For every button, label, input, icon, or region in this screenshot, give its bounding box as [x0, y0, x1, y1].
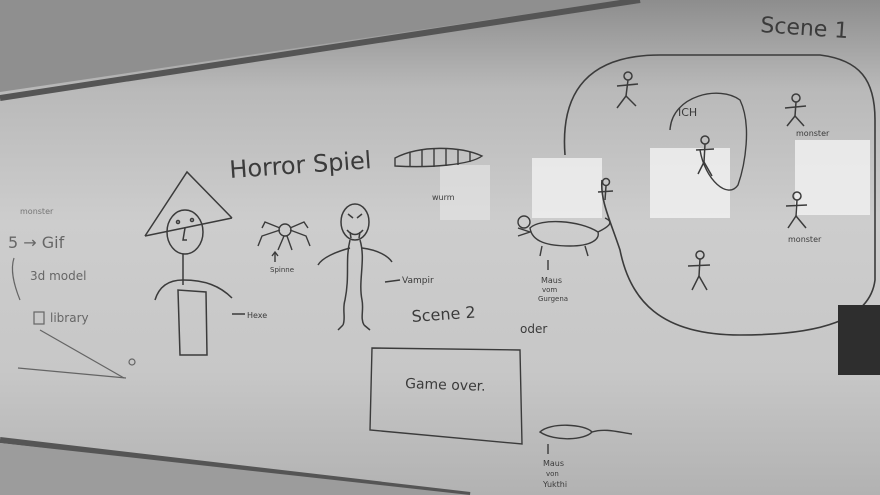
- window-reflection: [795, 140, 870, 215]
- ich-boundary: [669, 92, 748, 191]
- scene1-label: Scene 1: [760, 13, 850, 44]
- left-note-marks: [11, 257, 136, 379]
- ich-label: ICH: [678, 106, 697, 119]
- vampire-drawing: [317, 203, 401, 331]
- mouse-drawing-2: [538, 424, 633, 454]
- maus-2-label-line3: Yukthi: [542, 480, 567, 489]
- board-frame-bottom: [0, 437, 471, 495]
- vampir-label: Vampir: [402, 276, 434, 286]
- board-frame-top: [0, 0, 641, 101]
- object-right-edge: [838, 305, 880, 375]
- stick-figure: [687, 250, 711, 291]
- maus-2-label-line1: Maus: [543, 459, 564, 468]
- left-note-line3: 3d model: [30, 269, 86, 283]
- window-reflection: [650, 148, 730, 218]
- spider-drawing: [257, 221, 311, 262]
- mouse-drawing-1: [517, 215, 611, 270]
- title-horror-spiel: Horror Spiel: [228, 146, 372, 184]
- window-reflection: [440, 165, 490, 220]
- oder-label: oder: [520, 322, 547, 336]
- maus-2-label-line2: von: [546, 470, 559, 478]
- maus-1-label-line2: vom: [542, 286, 557, 294]
- stick-figure-monster-1: [784, 93, 807, 127]
- stick-figure: [616, 71, 639, 109]
- game-over-text: Game over.: [405, 376, 486, 395]
- left-note-line1: monster: [20, 207, 54, 216]
- wurm-label: wurm: [432, 193, 455, 202]
- scene2-label: Scene 2: [411, 303, 476, 326]
- left-note-line2: 5 → Gif: [8, 233, 65, 252]
- wall-bottom: [0, 443, 470, 495]
- witch-drawing: [144, 170, 245, 356]
- wall-background: [0, 0, 620, 92]
- left-note-line4: library: [50, 311, 89, 325]
- stick-figure-monster-2: [785, 191, 808, 229]
- stick-figure: [597, 177, 614, 201]
- stick-figure-ich: [695, 135, 715, 177]
- game-over-box: [369, 347, 523, 445]
- spinne-label: Spinne: [270, 266, 294, 274]
- maus-1-label-line1: Maus: [541, 276, 562, 285]
- window-reflection: [532, 158, 602, 218]
- hexe-label-text: Hexe: [247, 311, 267, 320]
- worm-drawing: [394, 147, 484, 168]
- monster-label-2: monster: [788, 235, 822, 244]
- maus-1-label-line3: Gurgena: [538, 295, 568, 303]
- monster-label-1: monster: [796, 129, 830, 138]
